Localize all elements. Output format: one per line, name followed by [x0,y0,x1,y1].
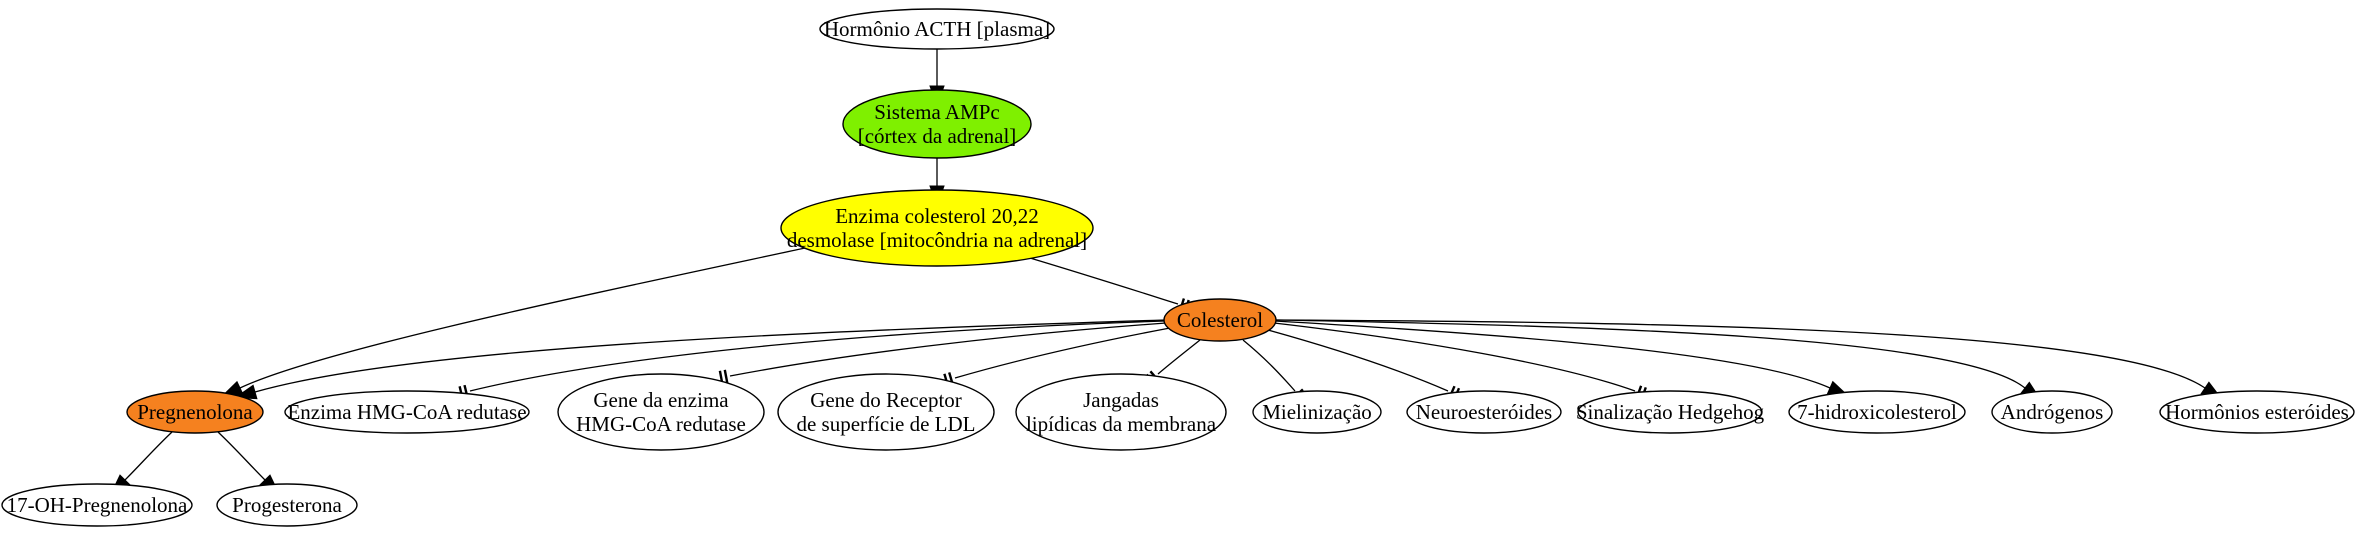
node-ellipse [216,483,358,527]
node-ellipse [819,8,1055,50]
node-label: Jangadas [1083,388,1159,412]
node-ellipse [842,89,1032,159]
node-label: Neuroesteróides [1416,400,1552,424]
node-label: Enzima colesterol 20,22 [835,204,1039,228]
inhibition-mark [723,369,729,384]
node-ellipse [1015,373,1227,451]
node-label: desmolase [mitocôndria na adrenal] [787,228,1087,252]
edge-line [1242,339,1296,392]
node-ellipse [1991,390,2113,434]
node-oh-pregnenolona: 17-OH-Pregnenolona [1,483,193,527]
node-colesterol: Colesterol [1163,298,1277,342]
node-label: Gene do Receptor [810,388,962,412]
node-ellipse [284,390,530,434]
node-androgenos: Andrógenos [1991,390,2113,434]
node-label: Progesterona [232,493,342,517]
node-ellipse [1252,390,1382,434]
edge-line [1275,319,2206,389]
node-progesterona: Progesterona [216,483,358,527]
node-label: de superfície de LDL [796,412,975,436]
edge-desmolase-to-colesterol [1029,257,1190,314]
edge-line [254,319,1166,393]
node-ellipse [1577,390,1763,434]
node-camp: Sistema AMPc[córtex da adrenal] [842,89,1032,159]
node-label: lipídicas da membrana [1026,412,1217,436]
edge-line [1275,319,2026,389]
node-label: Enzima HMG-CoA redutase [287,400,526,424]
node-ellipse [1,483,193,527]
node-label: Gene da enzima [593,388,729,412]
node-label: Hormônios esteróides [2165,400,2349,424]
edge-colesterol-to-hormonios_esteroides [1275,319,2223,400]
node-hidroxicolesterol: 7-hidroxicolesterol [1788,390,1966,434]
edge-line [1274,320,1831,389]
node-mielinizacao: Mielinização [1252,390,1382,434]
node-ellipse [2159,390,2355,434]
nodes-layer: Hormônio ACTH [plasma] Sistema AMPc[córte… [1,8,2355,527]
edge-line [1029,257,1179,305]
edge-line [1273,322,1636,392]
edge-line [124,431,173,481]
node-neuroesteroides: Neuroesteróides [1406,390,1562,434]
node-label: Sinalização Hedgehog [1576,400,1765,424]
node-label: Hormônio ACTH [plasma] [824,17,1050,41]
node-ellipse [777,373,995,451]
node-ellipse [557,373,765,451]
node-hedgehog: Sinalização Hedgehog [1576,390,1765,434]
node-hormonios-esteroides: Hormônios esteróides [2159,390,2355,434]
node-pregnenolona: Pregnenolona [126,390,264,434]
edge-line [217,431,266,481]
node-label: Sistema AMPc [874,100,999,124]
node-acth: Hormônio ACTH [plasma] [819,8,1055,50]
edge-line [954,327,1171,379]
node-label: Mielinização [1262,400,1372,424]
edge-line [1267,329,1449,392]
node-label: [córtex da adrenal] [858,124,1017,148]
node-ellipse [126,390,264,434]
node-ellipse [780,189,1094,267]
edge-line [1157,339,1201,375]
node-ellipse [1788,390,1966,434]
edge-line [729,322,1167,377]
node-label: Andrógenos [2001,400,2104,424]
node-ellipse [1406,390,1562,434]
node-label: 7-hidroxicolesterol [1797,400,1957,424]
node-label: Pregnenolona [137,400,253,424]
node-label: HMG-CoA redutase [576,412,746,436]
edge-desmolase-to-pregnenolona [220,247,806,398]
node-hmgcoa-enzyme: Enzima HMG-CoA redutase [284,390,530,434]
node-label: Colesterol [1177,308,1263,332]
node-ellipse [1163,298,1277,342]
edge-line [469,320,1166,392]
edge-line [239,247,806,389]
edge-colesterol-to-neuroesteroides [1267,329,1461,402]
edge-colesterol-to-androgenos [1275,319,2043,402]
node-label: 17-OH-Pregnenolona [7,493,188,517]
